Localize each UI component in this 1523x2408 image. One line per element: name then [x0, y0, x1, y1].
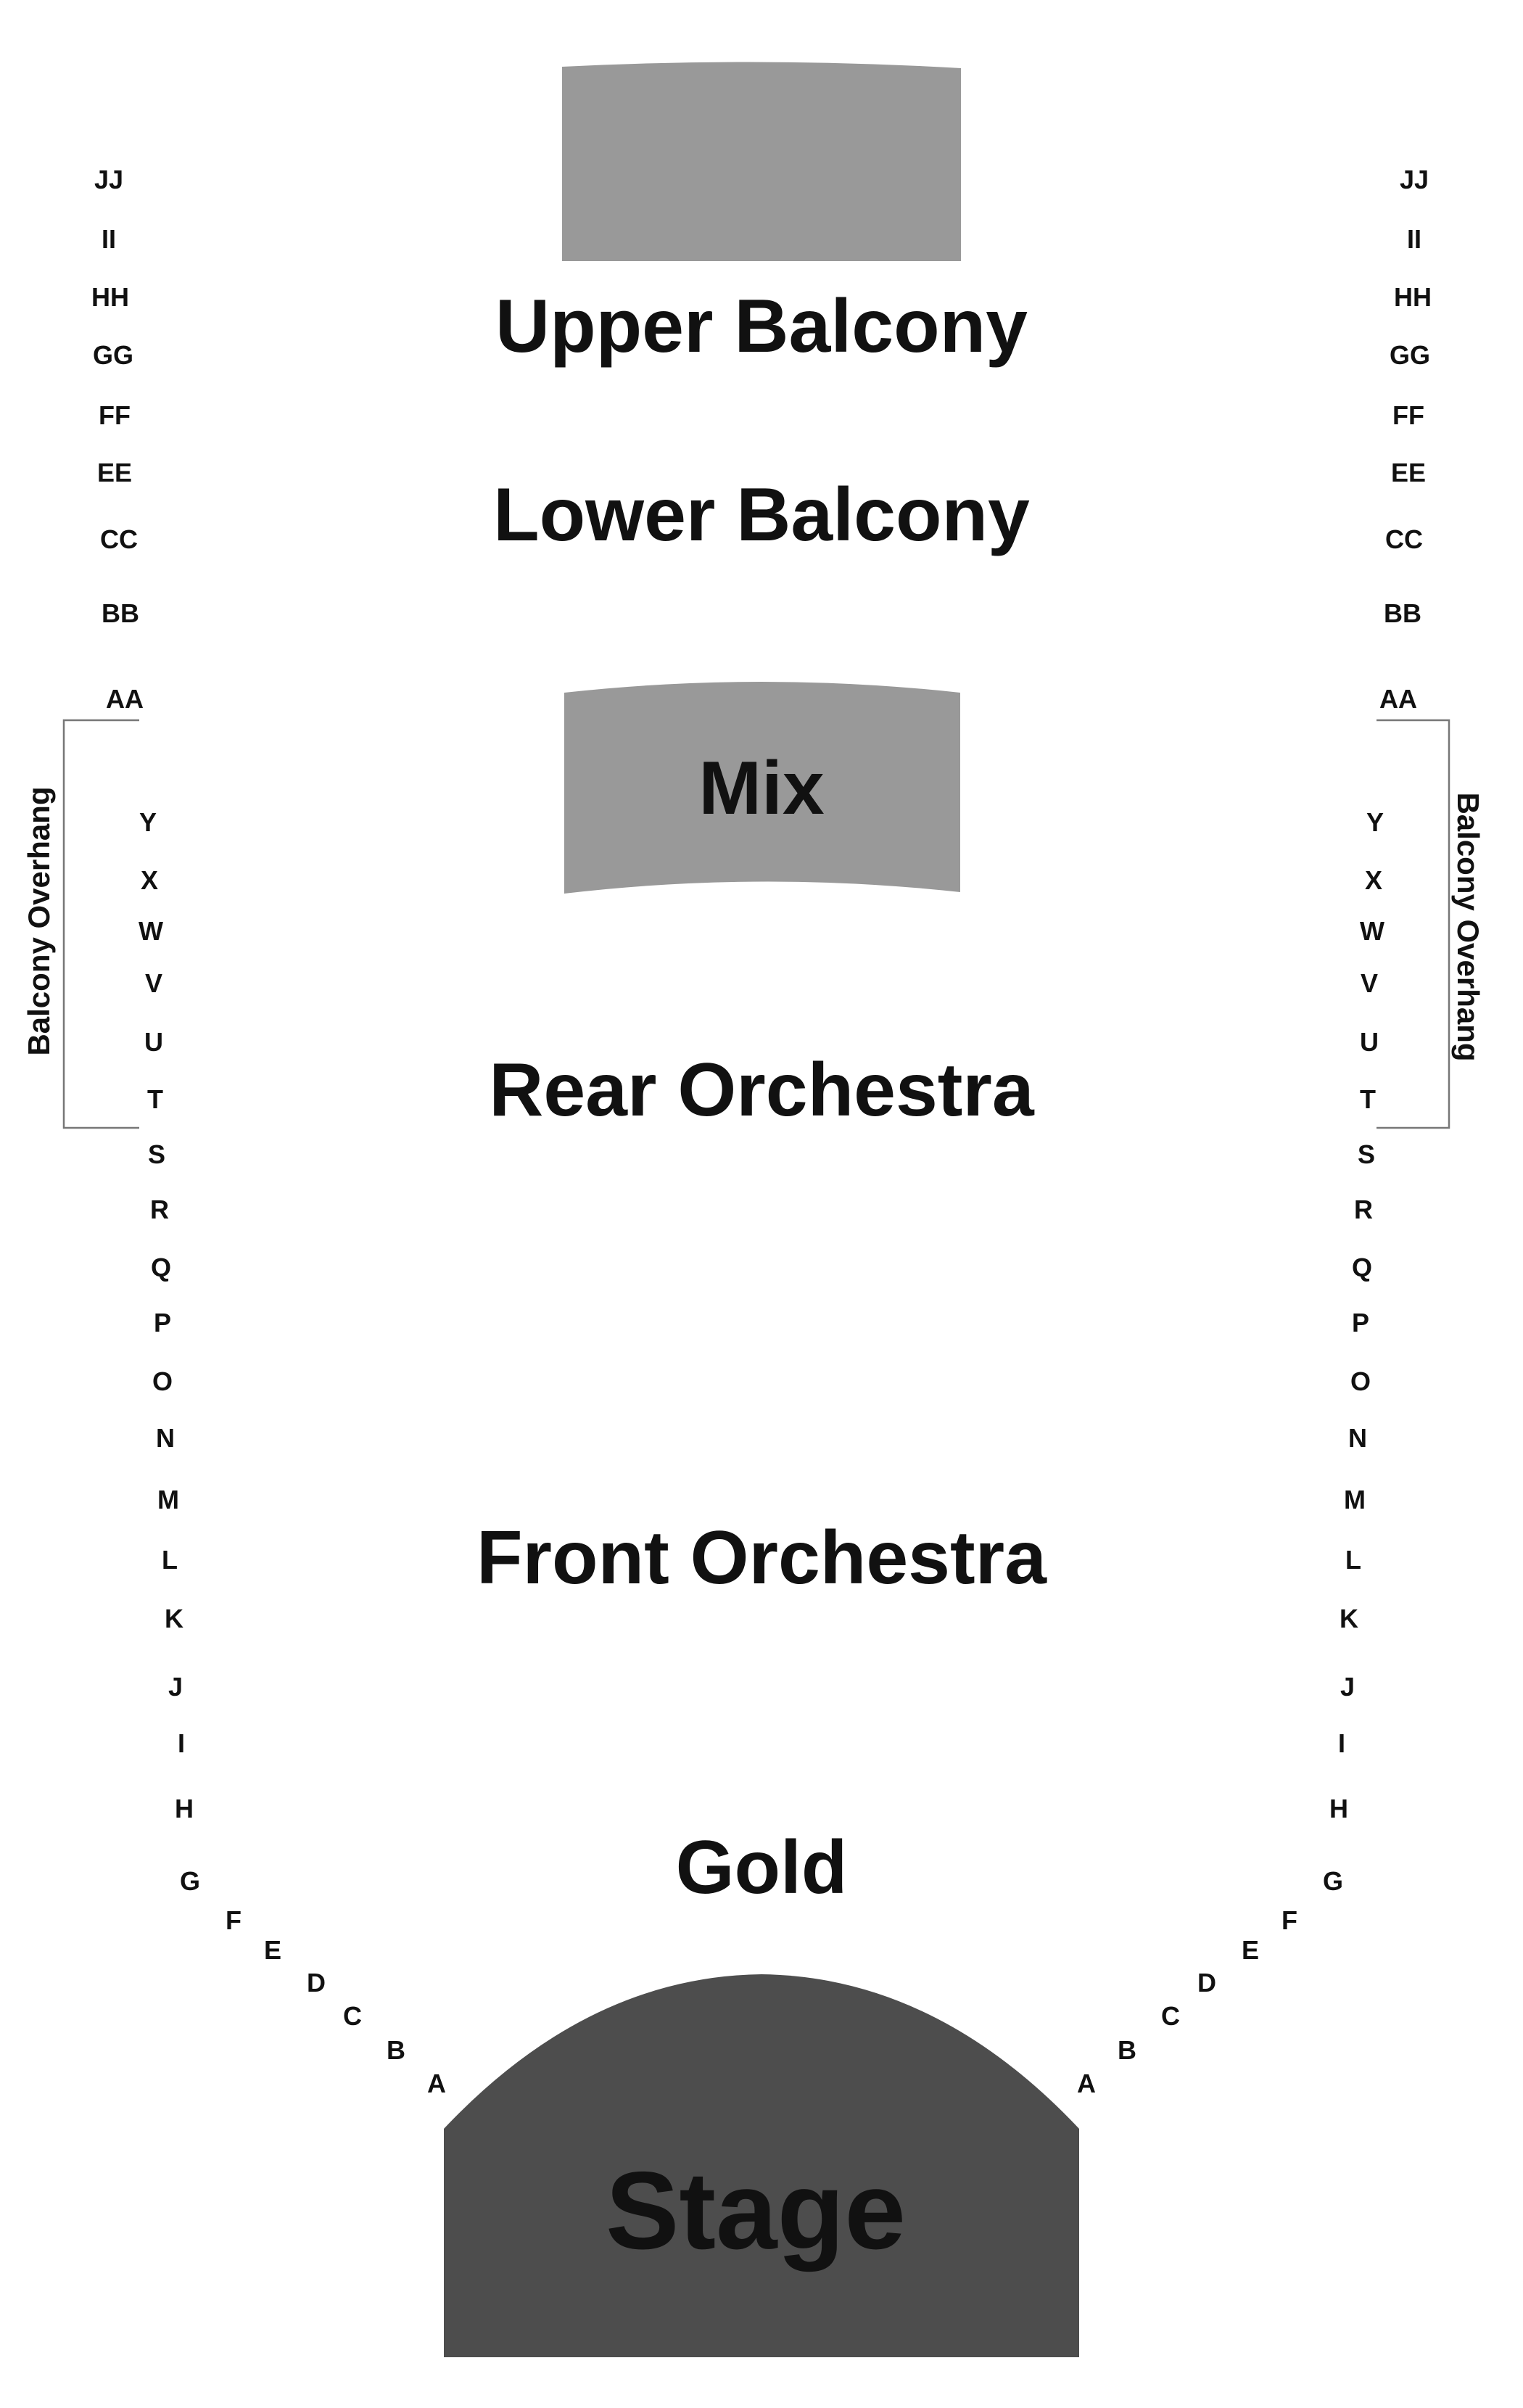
overhang-label-right: Balcony Overhang: [1451, 792, 1485, 1061]
row-label-left-ff[interactable]: FF: [99, 400, 131, 430]
row-label-right-ii[interactable]: II: [1407, 224, 1421, 254]
row-label-right-f[interactable]: F: [1281, 1905, 1297, 1935]
row-label-right-v[interactable]: V: [1361, 968, 1378, 998]
row-label-left-h[interactable]: H: [175, 1794, 194, 1823]
row-label-right-j[interactable]: J: [1340, 1672, 1355, 1702]
row-label-left-s[interactable]: S: [148, 1139, 165, 1169]
row-label-left-r[interactable]: R: [150, 1195, 169, 1224]
row-label-left-bb[interactable]: BB: [102, 598, 139, 628]
mix-block[interactable]: [564, 682, 960, 894]
row-label-left-w[interactable]: W: [139, 916, 163, 946]
row-label-right-e[interactable]: E: [1242, 1935, 1259, 1965]
row-label-left-t[interactable]: T: [147, 1084, 163, 1114]
upper-balcony-block[interactable]: [562, 62, 961, 261]
row-label-left-x[interactable]: X: [141, 865, 158, 895]
row-label-left-a[interactable]: A: [427, 2069, 446, 2098]
row-label-right-ee[interactable]: EE: [1391, 458, 1426, 487]
row-label-right-h[interactable]: H: [1329, 1794, 1348, 1823]
row-label-left-e[interactable]: E: [264, 1935, 281, 1965]
row-label-left-m[interactable]: M: [157, 1485, 179, 1514]
row-label-left-jj[interactable]: JJ: [94, 165, 123, 194]
row-label-left-aa[interactable]: AA: [106, 684, 144, 714]
row-label-right-o[interactable]: O: [1350, 1366, 1371, 1396]
row-label-right-hh[interactable]: HH: [1394, 282, 1432, 312]
row-label-right-d[interactable]: D: [1197, 1968, 1216, 1997]
section-mix[interactable]: Mix: [698, 746, 825, 830]
row-label-right-m[interactable]: M: [1344, 1485, 1366, 1514]
row-label-left-i[interactable]: I: [178, 1728, 185, 1758]
row-label-left-d[interactable]: D: [307, 1968, 326, 1997]
row-label-right-p[interactable]: P: [1352, 1308, 1369, 1337]
row-label-right-u[interactable]: U: [1360, 1027, 1379, 1057]
row-label-left-g[interactable]: G: [180, 1866, 200, 1896]
overhang-bracket-left: [62, 719, 139, 1129]
section-upper-balcony[interactable]: Upper Balcony: [495, 284, 1028, 368]
row-label-right-b[interactable]: B: [1118, 2035, 1136, 2065]
row-label-right-bb[interactable]: BB: [1384, 598, 1421, 628]
row-label-left-p[interactable]: P: [154, 1308, 171, 1337]
row-label-left-ee[interactable]: EE: [97, 458, 132, 487]
row-label-right-w[interactable]: W: [1360, 916, 1384, 946]
row-label-left-n[interactable]: N: [156, 1423, 175, 1453]
row-label-left-ii[interactable]: II: [102, 224, 116, 254]
row-label-left-q[interactable]: Q: [151, 1253, 171, 1282]
row-label-left-k[interactable]: K: [165, 1604, 183, 1633]
row-label-left-cc[interactable]: CC: [100, 524, 138, 554]
row-label-right-cc[interactable]: CC: [1385, 524, 1423, 554]
row-label-left-gg[interactable]: GG: [93, 340, 133, 370]
row-label-right-s[interactable]: S: [1358, 1139, 1375, 1169]
row-label-left-l[interactable]: L: [162, 1545, 178, 1575]
row-label-right-g[interactable]: G: [1323, 1866, 1343, 1896]
row-label-left-c[interactable]: C: [343, 2001, 362, 2031]
section-lower-balcony[interactable]: Lower Balcony: [493, 473, 1030, 557]
row-label-right-x[interactable]: X: [1365, 865, 1382, 895]
row-label-right-jj[interactable]: JJ: [1400, 165, 1429, 194]
section-stage[interactable]: Stage: [606, 2149, 906, 2272]
row-label-left-v[interactable]: V: [145, 968, 162, 998]
section-front-orchestra[interactable]: Front Orchestra: [476, 1516, 1047, 1600]
section-gold[interactable]: Gold: [676, 1826, 848, 1910]
row-label-left-j[interactable]: J: [168, 1672, 183, 1702]
row-label-right-k[interactable]: K: [1340, 1604, 1358, 1633]
row-label-right-q[interactable]: Q: [1352, 1253, 1372, 1282]
row-label-left-o[interactable]: O: [152, 1366, 173, 1396]
row-label-left-hh[interactable]: HH: [91, 282, 129, 312]
row-label-right-i[interactable]: I: [1338, 1728, 1345, 1758]
row-label-right-c[interactable]: C: [1161, 2001, 1180, 2031]
row-label-right-aa[interactable]: AA: [1379, 684, 1417, 714]
row-label-left-u[interactable]: U: [144, 1027, 163, 1057]
row-label-left-f[interactable]: F: [226, 1905, 242, 1935]
row-label-right-y[interactable]: Y: [1366, 807, 1384, 837]
row-label-right-a[interactable]: A: [1077, 2069, 1096, 2098]
overhang-label-left: Balcony Overhang: [22, 786, 56, 1055]
row-label-right-n[interactable]: N: [1348, 1423, 1367, 1453]
stage-shape[interactable]: [444, 1974, 1079, 2357]
section-rear-orchestra[interactable]: Rear Orchestra: [489, 1048, 1035, 1132]
row-label-right-l[interactable]: L: [1345, 1545, 1361, 1575]
row-label-right-r[interactable]: R: [1354, 1195, 1373, 1224]
row-label-left-b[interactable]: B: [387, 2035, 405, 2065]
overhang-bracket-right: [1377, 719, 1450, 1129]
row-label-right-ff[interactable]: FF: [1392, 400, 1424, 430]
row-label-right-gg[interactable]: GG: [1390, 340, 1430, 370]
row-label-left-y[interactable]: Y: [139, 807, 157, 837]
row-label-right-t[interactable]: T: [1360, 1084, 1376, 1114]
